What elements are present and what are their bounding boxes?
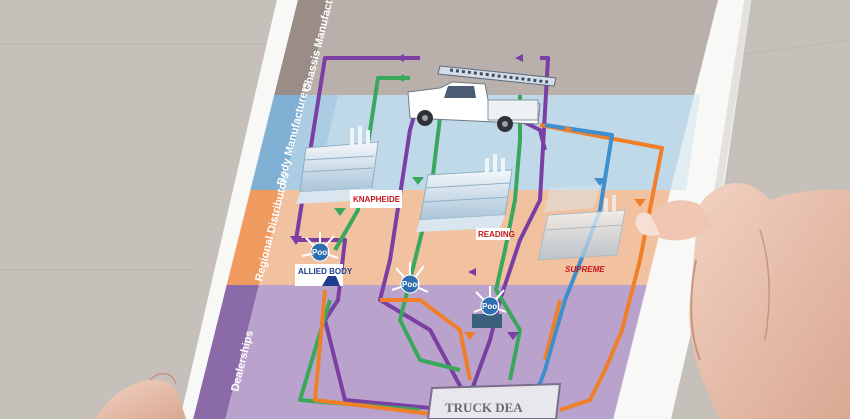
pool-hub-2-label: Pool (402, 280, 419, 289)
pool-hub-3: Pool (473, 286, 507, 316)
allied-body-logo: ALLIED BODY (295, 264, 353, 286)
reading-logo-text: READING (478, 230, 515, 239)
arrowheads (290, 54, 646, 340)
right-hand (635, 182, 850, 419)
factory-reading (416, 154, 513, 232)
truck-dealer-label: TRUCK DEA (445, 400, 523, 415)
truck-dealer-box: TRUCK DEA (426, 382, 562, 419)
flow-line-orange (313, 123, 664, 417)
supreme-logo-text: SUPREME (565, 265, 605, 274)
utility-truck-image (407, 65, 557, 132)
band-chassis (274, 0, 718, 95)
factory-supreme (537, 185, 626, 261)
reading-logo: READING (476, 228, 515, 240)
pool-hub-1-label: Pool (312, 248, 329, 257)
knapheide-logo: KNAPHEIDE (350, 190, 402, 208)
allied-body-logo-text: ALLIED BODY (298, 267, 353, 276)
regional-distributor-logo (472, 314, 502, 328)
pool-hub-1: Pool (301, 232, 339, 262)
band-dealer (191, 285, 647, 419)
pool-hub-3-label: Pool (482, 302, 499, 311)
left-hand (95, 372, 186, 419)
supreme-logo: SUPREME (565, 265, 605, 274)
knapheide-logo-text: KNAPHEIDE (353, 195, 401, 204)
pool-hub-2: Pool (391, 262, 429, 294)
